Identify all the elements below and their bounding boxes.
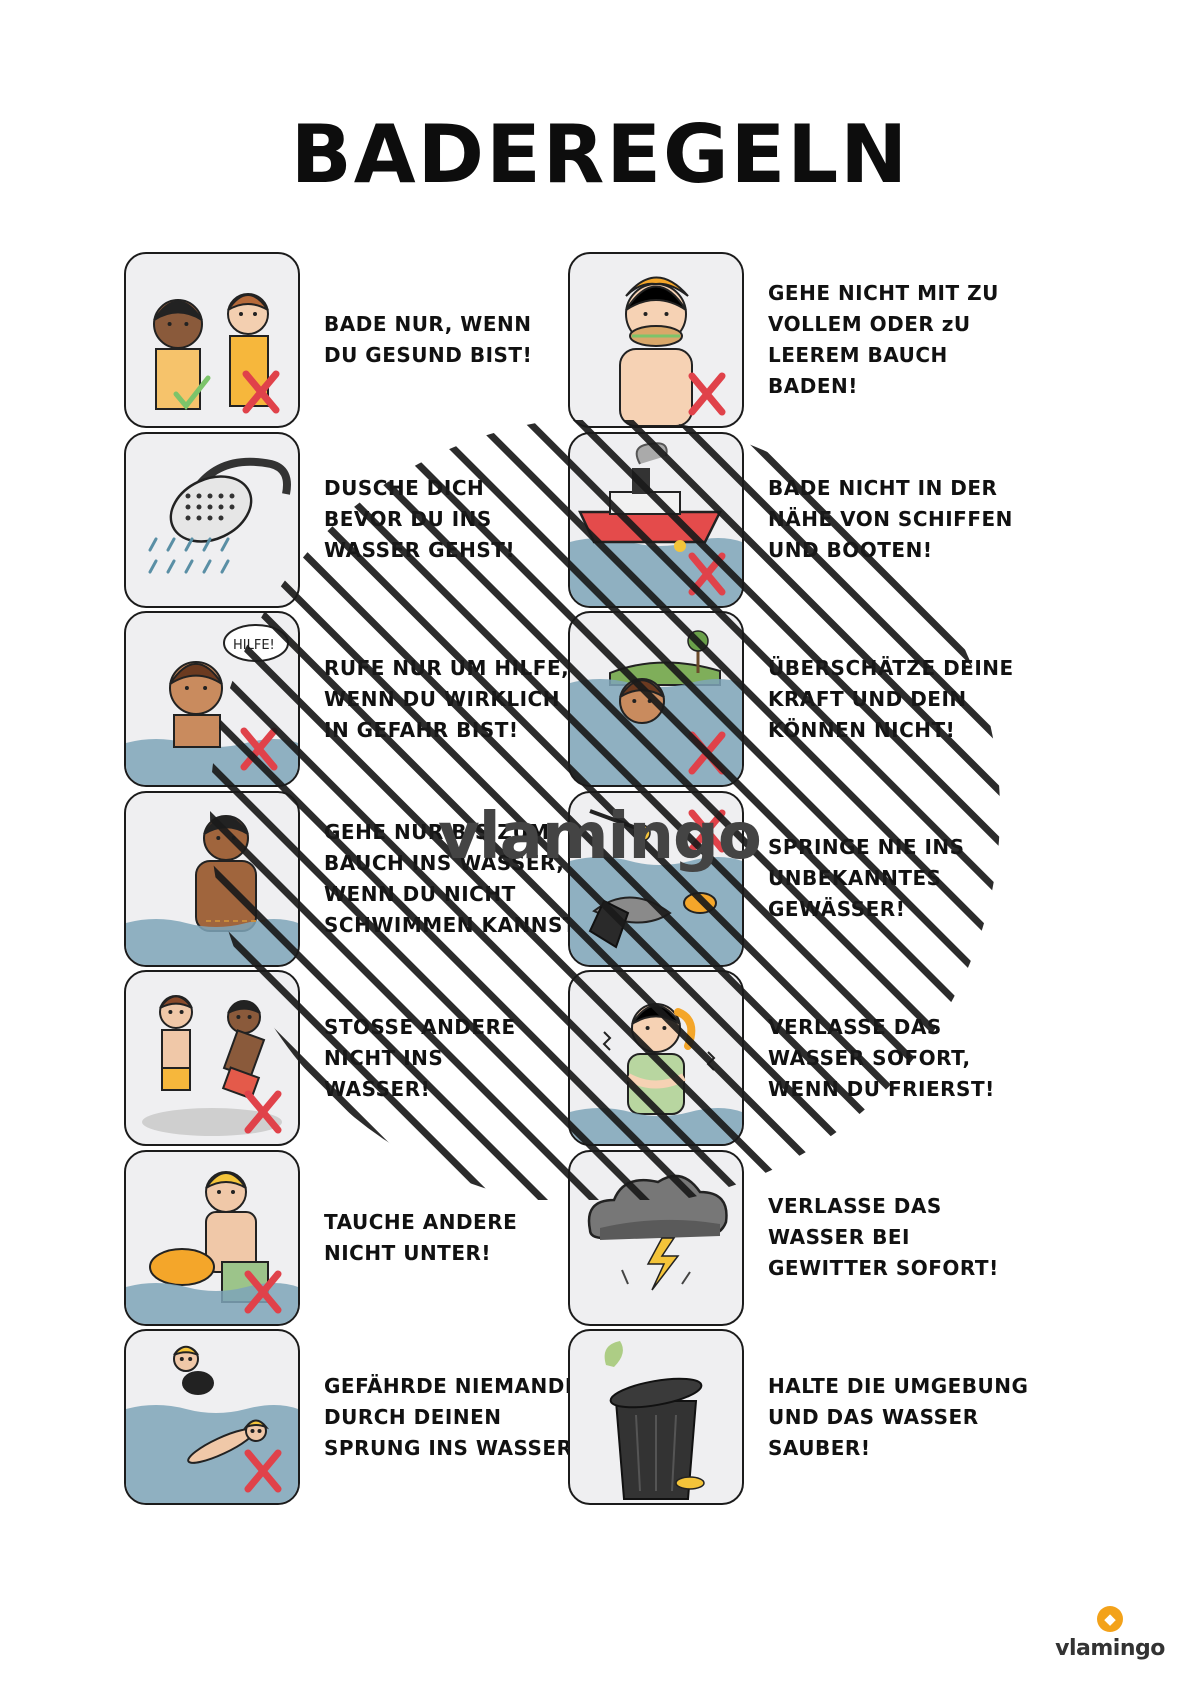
rule-text-line: GEHE NICHT MIT ZU bbox=[768, 281, 999, 305]
rule-text: BADE NUR, WENN DU GESUND BIST! bbox=[324, 252, 644, 428]
rule-text-line: KRAFT UND DEIN bbox=[768, 686, 967, 711]
rule-text: SPRINGE NIE INS UNBEKANNTES GEWÄSSER! bbox=[768, 791, 1088, 967]
pushing-icon bbox=[124, 970, 300, 1146]
rule-text-line: VERLASSE DAS bbox=[768, 1014, 942, 1039]
rule-item: BADE NICHT IN DER NÄHE VON SCHIFFEN UND BO… bbox=[568, 431, 1088, 608]
rule-text-line: DURCH DEINEN bbox=[324, 1404, 502, 1429]
rule-text-line: DU GESUND BIST! bbox=[324, 343, 533, 367]
rule-text: HALTE DIE UMGEBUNG UND DAS WASSER SAUBER! bbox=[768, 1329, 1088, 1505]
dunking-icon bbox=[124, 1149, 300, 1326]
rule-item: TAUCHE ANDERE NICHT UNTER! bbox=[124, 1149, 644, 1326]
rule-item: HALTE DIE UMGEBUNG UND DAS WASSER SAUBER! bbox=[568, 1329, 1088, 1505]
trash-can-icon bbox=[568, 1329, 744, 1505]
shower-icon bbox=[124, 431, 300, 608]
rule-text-line: KÖNNEN NICHT! bbox=[768, 717, 956, 742]
calling-help-icon: HILFE! bbox=[124, 611, 300, 787]
far-swim-icon bbox=[568, 611, 744, 787]
rule-text: GEHE NICHT MIT ZU VOLLEM ODER zU LEEREM BA… bbox=[768, 252, 1088, 428]
rule-text-line: LEEREM BAUCH bbox=[768, 343, 948, 367]
thunderstorm-icon bbox=[568, 1149, 744, 1326]
rule-text-line: SPRUNG INS WASSER! bbox=[324, 1435, 583, 1460]
jumping-on-swimmer-icon bbox=[124, 1329, 300, 1505]
rule-text: VERLASSE DAS WASSER BEI GEWITTER SOFORT! bbox=[768, 1150, 1088, 1326]
rule-item: GEHE NICHT MIT ZU VOLLEM ODER zU LEEREM BA… bbox=[568, 252, 1088, 428]
waist-deep-icon bbox=[124, 790, 300, 967]
rule-text-line: VOLLEM ODER zU bbox=[768, 312, 971, 336]
rule-text: TAUCHE ANDERE NICHT UNTER! bbox=[324, 1150, 644, 1326]
flamingo-icon: ◆ bbox=[1097, 1606, 1123, 1632]
rule-text: BADE NICHT IN DER NÄHE VON SCHIFFEN UND BO… bbox=[768, 432, 1088, 608]
rule-text-line: UNBEKANNTES bbox=[768, 866, 942, 890]
rule-text-line: HALTE DIE UMGEBUNG bbox=[768, 1373, 1029, 1398]
rule-text-line: WASSER BEI bbox=[768, 1225, 910, 1249]
rule-text-line: WASSER SOFORT, bbox=[768, 1045, 971, 1070]
page-title: BADEREGELN bbox=[290, 108, 910, 201]
logo-text: vlamingo bbox=[1055, 1636, 1165, 1661]
rule-text-line: GEFÄHRDE NIEMANDEN bbox=[324, 1373, 597, 1398]
eating-icon bbox=[568, 252, 744, 428]
rule-item: VERLASSE DAS WASSER BEI GEWITTER SOFORT! bbox=[568, 1149, 1088, 1326]
rule-text-line: SAUBER! bbox=[768, 1435, 871, 1460]
freezing-icon bbox=[568, 970, 744, 1146]
rule-text-line: NÄHE VON SCHIFFEN bbox=[768, 507, 1013, 531]
rule-text-line: BADEN! bbox=[768, 374, 858, 398]
rule-text-line: WENN DU FRIERST! bbox=[768, 1076, 995, 1101]
rule-text: VERLASSE DAS WASSER SOFORT, WENN DU FRIERS… bbox=[768, 970, 1088, 1146]
rule-text-line: NICHT UNTER! bbox=[324, 1240, 492, 1265]
rule-item: HILFE!RUFE NUR UM HILFE,WENN DU WIRKLICH… bbox=[124, 611, 644, 787]
rule-text-line: BADE NUR, WENN bbox=[324, 312, 532, 336]
watermark-text: vlamingo bbox=[438, 800, 762, 874]
rule-item: ÜBERSCHÄTZE DEINE KRAFT UND DEIN KÖNNEN NI… bbox=[568, 611, 1088, 787]
rule-item: VERLASSE DAS WASSER SOFORT, WENN DU FRIERS… bbox=[568, 970, 1088, 1146]
healthy-sick-kids-icon bbox=[124, 252, 300, 428]
svg-text:HILFE!: HILFE! bbox=[233, 638, 275, 653]
rule-text: GEFÄHRDE NIEMANDEN DURCH DEINEN SPRUNG INS… bbox=[324, 1329, 644, 1505]
rule-text: ÜBERSCHÄTZE DEINE KRAFT UND DEIN KÖNNEN NI… bbox=[768, 611, 1088, 787]
rule-text-line: ÜBERSCHÄTZE DEINE bbox=[768, 655, 1014, 680]
rule-item: GEFÄHRDE NIEMANDEN DURCH DEINEN SPRUNG INS… bbox=[124, 1329, 644, 1505]
rule-text-line: TAUCHE ANDERE bbox=[324, 1209, 518, 1234]
ship-icon bbox=[568, 431, 744, 608]
rule-text-line: GEWÄSSER! bbox=[768, 897, 906, 921]
vlamingo-logo[interactable]: ◆ vlamingo bbox=[1050, 1606, 1170, 1676]
rule-text-line: UND BOOTEN! bbox=[768, 538, 933, 562]
rule-text-line: BADE NICHT IN DER bbox=[768, 476, 998, 500]
rule-text-line: SPRINGE NIE INS bbox=[768, 835, 965, 859]
rule-text-line: UND DAS WASSER bbox=[768, 1404, 979, 1429]
rule-text-line: VERLASSE DAS bbox=[768, 1194, 942, 1218]
rule-item: BADE NUR, WENN DU GESUND BIST! bbox=[124, 252, 644, 428]
rule-text-line: GEWITTER SOFORT! bbox=[768, 1256, 999, 1280]
